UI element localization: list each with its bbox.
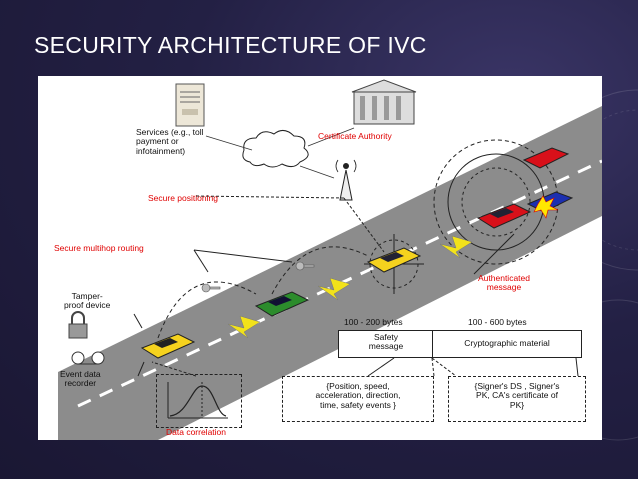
safety-fields-box: {Position, speed, acceleration, directio…: [282, 376, 434, 422]
multihop-arc: [271, 246, 369, 295]
data-correlation-chart: [167, 382, 228, 419]
car-green-icon: [254, 291, 310, 317]
data-correlation-label: Data correlation: [166, 427, 227, 437]
multihop-arc: [157, 281, 257, 339]
authenticated-message-label: Authenticated message: [478, 273, 530, 293]
link-cloud-ca: [307, 127, 355, 147]
tamper-proof-device-label: Tamper- proof device: [64, 291, 111, 311]
car-red-far-icon: [522, 147, 570, 169]
recorder-icon: [71, 351, 105, 365]
crypto-material-label: Cryptographic material: [464, 338, 550, 348]
crypto-size-label: 100 - 600 bytes: [468, 317, 527, 327]
car-red-icon: [476, 203, 532, 229]
car-yellow-icon: [140, 333, 196, 359]
crypto-fields-box: {Signer's DS , Signer's PK, CA's certifi…: [448, 376, 586, 422]
crypto-fields-text: {Signer's DS , Signer's PK, CA's certifi…: [474, 381, 560, 410]
lock-icon: [68, 311, 88, 339]
safety-fields-text: {Position, speed, acceleration, directio…: [315, 381, 401, 410]
crypto-material-box: Cryptographic material: [432, 330, 582, 358]
crash-star-icon: [533, 195, 559, 219]
wireless-link-bolts: [227, 235, 473, 339]
bank-building-icon: [351, 79, 417, 125]
antenna-tower-icon: [335, 159, 357, 201]
event-data-recorder-label: Event data recorder: [60, 369, 101, 389]
secure-positioning-label: Secure positioning: [148, 193, 218, 203]
services-label: Services (e.g., toll payment or infotain…: [136, 127, 204, 156]
certificate-authority-label: Certificate Authority: [318, 131, 392, 141]
key-icon: [201, 261, 315, 293]
cloud-icon: [242, 130, 309, 168]
car-yellow-center-icon: [366, 247, 422, 273]
slide-title: SECURITY ARCHITECTURE OF IVC: [34, 32, 427, 58]
link-server-cloud: [205, 135, 253, 151]
data-correlation-box: [156, 374, 242, 428]
architecture-diagram: Services (e.g., toll payment or infotain…: [38, 76, 602, 440]
link-cloud-tower: [299, 165, 335, 179]
safety-message-label: Safety message: [368, 332, 404, 352]
safety-size-label: 100 - 200 bytes: [344, 317, 403, 327]
server-icon: [175, 83, 205, 127]
safety-message-box: Safety message: [338, 330, 434, 358]
road: [58, 106, 602, 440]
secure-multihop-routing-label: Secure multihop routing: [54, 243, 144, 253]
